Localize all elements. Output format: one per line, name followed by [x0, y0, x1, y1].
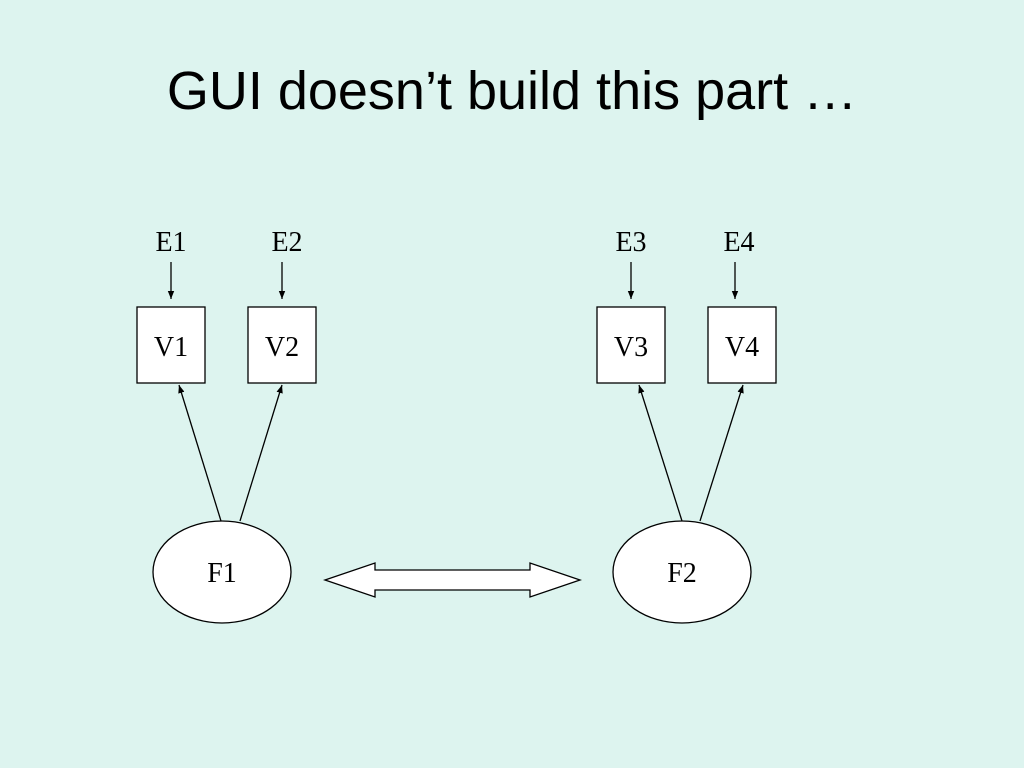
slide-title: GUI doesn’t build this part … [166, 61, 858, 121]
error-label-e4: E4 [723, 227, 754, 258]
variable-label-v3: V3 [614, 332, 648, 363]
factor-label-f2: F2 [667, 558, 697, 589]
factor-label-f1: F1 [207, 558, 237, 589]
loading-arrow-f2-v4 [699, 384, 744, 522]
variable-box-v4 [707, 306, 777, 384]
variable-label-v2: V2 [265, 332, 299, 363]
error-label-e3: E3 [615, 227, 646, 258]
error-label-e1: E1 [155, 227, 186, 258]
variable-box-v1 [136, 306, 206, 384]
loading-arrow-f1-v2 [239, 384, 283, 522]
loading-arrow-f2-v3 [638, 384, 683, 522]
loading-arrow-f1-v1 [178, 384, 222, 522]
factor-ellipse-f2 [612, 520, 752, 624]
variable-box-v2 [247, 306, 317, 384]
factor-ellipse-f1 [152, 520, 292, 624]
variable-box-v3 [596, 306, 666, 384]
variable-label-v1: V1 [154, 332, 188, 363]
variable-label-v4: V4 [725, 332, 759, 363]
covariance-double-arrow [322, 562, 583, 598]
error-label-e2: E2 [271, 227, 302, 258]
